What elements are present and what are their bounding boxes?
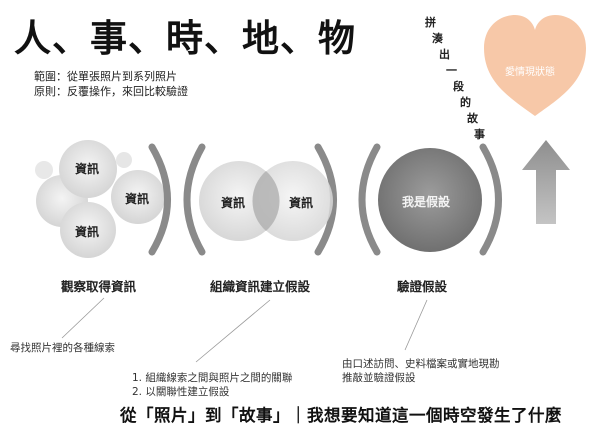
stage-label-verify: 驗證假設	[397, 279, 448, 294]
organize-venn	[199, 161, 333, 241]
vertical-note-char: 段	[453, 80, 464, 93]
organize-note-2: 2. 以關聯性建立假設	[132, 386, 230, 398]
principle-text: 原則：反覆操作，來回比較驗證	[34, 85, 188, 98]
vertical-note-char: 故	[467, 112, 478, 125]
circle-label: 資訊	[125, 192, 150, 206]
organize-note-1: 1. 組織線索之間與照片之間的關聯	[132, 372, 293, 384]
hypothesis-circle	[378, 148, 482, 252]
vertical-note-char: 出	[439, 48, 450, 61]
bracket-close-2	[314, 143, 337, 256]
bottom-tagline: 從「照片」到「故事」｜我想要知道這一個時空發生了什麼	[120, 406, 562, 425]
heart-icon	[484, 15, 586, 116]
observe-cluster	[35, 140, 165, 258]
stage-label-organize: 組織資訊建立假設	[210, 279, 311, 294]
circle-label: 資訊	[221, 196, 246, 210]
circle-label: 資訊	[75, 225, 100, 239]
vertical-note-char: 拼	[425, 16, 436, 29]
heart-label: 愛情現狀態	[505, 67, 555, 78]
organize-pointer-line	[195, 299, 271, 363]
verify-pointer-line	[404, 299, 428, 351]
bracket-open-3	[358, 143, 381, 256]
circle-label: 資訊	[75, 162, 100, 176]
up-arrow-icon	[522, 140, 570, 224]
page-title: 人、事、時、地、物	[14, 16, 356, 60]
vertical-note-char: 一	[446, 64, 457, 77]
vertical-note-char: 的	[460, 96, 471, 109]
verify-note-1: 由口述訪問、史料檔案或實地現勘	[342, 358, 500, 370]
hypothesis-label: 我是假設	[402, 195, 451, 209]
observe-note: 尋找照片裡的各種線索	[10, 342, 115, 354]
bracket-open-2	[183, 143, 206, 256]
vertical-note-char: 湊	[432, 32, 443, 45]
circle-label: 資訊	[289, 196, 314, 210]
bracket-close-1	[148, 143, 171, 256]
observe-pointer-line	[61, 297, 105, 339]
scope-text: 範圍：從單張照片到系列照片	[34, 70, 177, 83]
stage-label-observe: 觀察取得資訊	[61, 279, 137, 294]
vertical-note-char: 事	[474, 128, 485, 141]
bracket-close-3	[479, 143, 502, 256]
verify-note-2: 推敲並驗證假設	[342, 372, 416, 384]
